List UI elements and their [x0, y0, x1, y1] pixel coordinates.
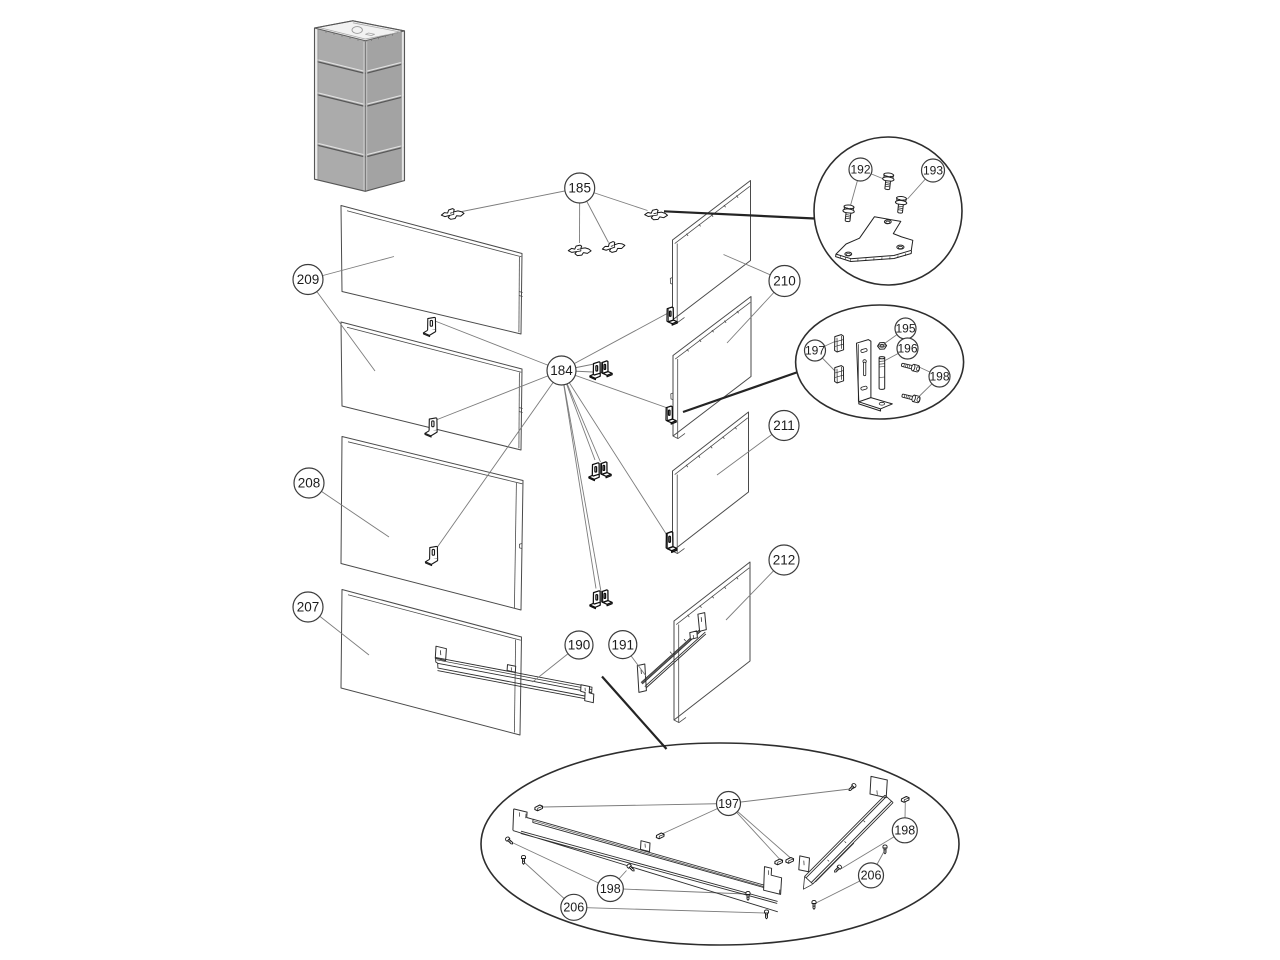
- svg-text:209: 209: [297, 272, 320, 287]
- svg-text:191: 191: [612, 637, 635, 652]
- svg-text:195: 195: [895, 322, 915, 336]
- svg-text:207: 207: [297, 600, 320, 615]
- svg-text:190: 190: [568, 638, 591, 653]
- svg-text:192: 192: [850, 163, 870, 177]
- svg-text:206: 206: [563, 901, 584, 915]
- svg-text:198: 198: [929, 370, 949, 384]
- svg-text:211: 211: [773, 418, 795, 433]
- svg-text:184: 184: [550, 363, 573, 378]
- svg-text:212: 212: [773, 553, 796, 568]
- svg-text:193: 193: [923, 164, 943, 178]
- svg-text:206: 206: [861, 869, 882, 883]
- svg-text:198: 198: [600, 882, 621, 896]
- svg-text:208: 208: [298, 476, 321, 491]
- svg-text:198: 198: [894, 824, 915, 838]
- svg-text:185: 185: [568, 181, 591, 196]
- svg-text:197: 197: [718, 797, 739, 811]
- svg-text:197: 197: [805, 344, 825, 358]
- svg-text:196: 196: [897, 342, 917, 356]
- svg-text:210: 210: [773, 274, 796, 289]
